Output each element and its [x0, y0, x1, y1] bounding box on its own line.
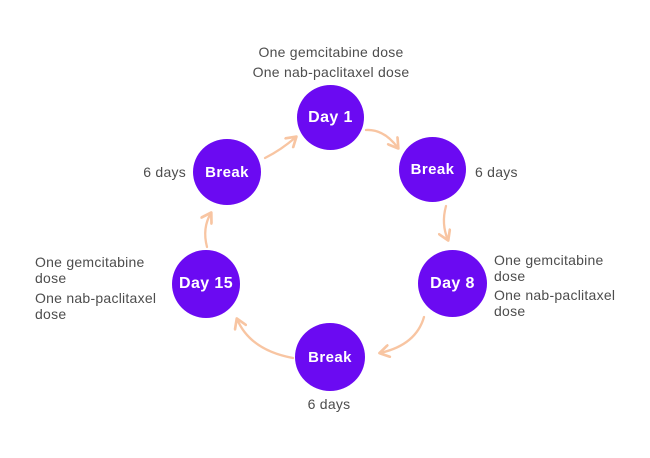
annotation-day1-dose-2: One nab-paclitaxel dose — [252, 63, 410, 80]
annotation-break-left-duration: 6 days — [143, 164, 186, 180]
node-break-bottom: Break — [295, 323, 365, 391]
annotation-day1-dose-1: One gemcitabine dose — [258, 44, 404, 60]
node-day-15-label: Day 15 — [179, 275, 233, 292]
node-break-left-label: Break — [205, 163, 249, 181]
annotation-day15-doses: One gemcitabine dose One nab-paclitaxel … — [35, 254, 167, 322]
arrow-break-right-to-day8 — [444, 204, 448, 240]
annotation-day15-dose-line-1: One gemcitabine — [35, 254, 145, 270]
node-break-right: Break — [399, 137, 466, 202]
node-break-bottom-label: Break — [308, 348, 352, 366]
annotation-day8-doses: One gemcitabine dose One nab-paclitaxel … — [494, 252, 626, 319]
annotation-day8-dose-line-1: One gemcitabine — [494, 252, 604, 268]
node-day-8-label: Day 8 — [430, 274, 475, 292]
annotation-day8-dose-line-4: dose — [494, 303, 526, 319]
arrow-day1-to-break-right — [364, 128, 398, 148]
arrow-break-bottom-to-day15 — [237, 319, 295, 360]
node-day-1-label: Day 1 — [308, 108, 353, 126]
arrow-day15-to-break-left — [205, 213, 211, 249]
arrow-day8-to-break-bottom — [380, 315, 426, 353]
annotation-day1-doses: One gemcitabine dose One nab-paclitaxel … — [181, 43, 481, 82]
annotation-break-right-duration: 6 days — [475, 164, 518, 180]
node-day-1: Day 1 — [297, 85, 364, 150]
node-day-15: Day 15 — [172, 250, 240, 318]
annotation-day15-dose-line-4: dose — [35, 306, 67, 322]
annotation-day8-dose-line-3: One nab-paclitaxel — [494, 287, 616, 303]
annotation-break-bottom-duration: 6 days — [307, 396, 351, 412]
node-break-left: Break — [193, 139, 261, 205]
arrow-break-left-to-day1 — [263, 137, 296, 160]
annotation-day8-dose-line-2: dose — [494, 268, 526, 284]
annotation-day15-dose-line-2: dose — [35, 270, 67, 286]
node-break-right-label: Break — [410, 161, 455, 178]
annotation-day15-dose-line-3: One nab-paclitaxel — [35, 290, 157, 306]
node-day-8: Day 8 — [418, 250, 487, 317]
